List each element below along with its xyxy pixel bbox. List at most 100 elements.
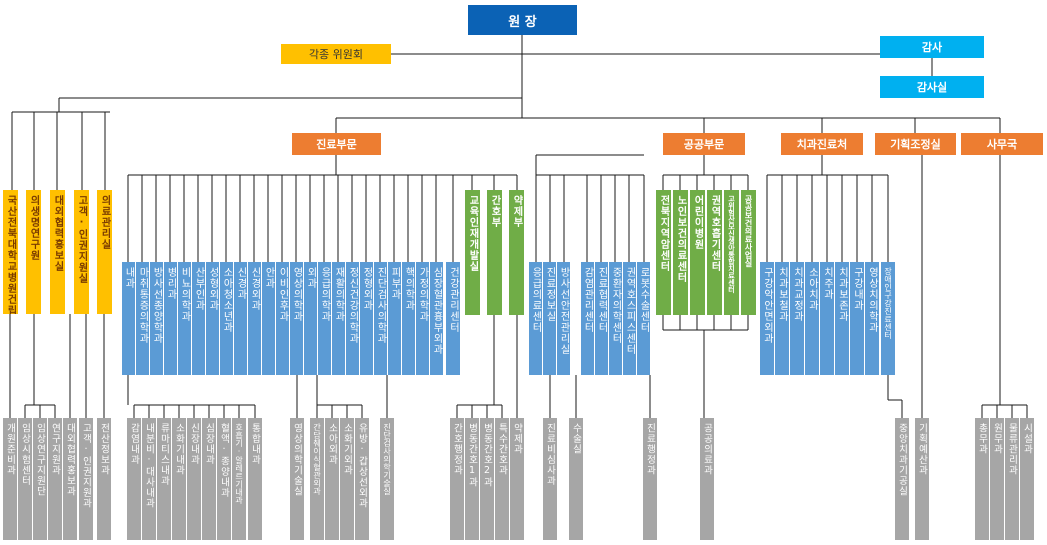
clinical-department: 비뇨의학과 (178, 262, 191, 375)
clinical-department: 정신건강의학과 (346, 262, 359, 375)
dental-department: 영상치의학과 (865, 262, 879, 375)
bottom-unit: 신장내과 (187, 418, 201, 540)
bottom-unit: 중앙치과기공실 (895, 418, 909, 540)
clinical-department: 산부인과 (192, 262, 205, 375)
clinical-department: 진단검사의학과 (374, 262, 387, 375)
bottom-unit: 약제과 (510, 418, 524, 540)
bottom-unit: 총무과 (975, 418, 989, 540)
left-unit: 의생명연구원 (26, 190, 41, 314)
left-unit: 대외협력홍보실 (50, 190, 65, 314)
public-center: 전북지역암센터 (656, 190, 671, 315)
bottom-unit: 임상연구지원단 (33, 418, 47, 540)
public-center: 공공보건의료사업실 (741, 190, 756, 315)
clinical-department: 가정의학과 (416, 262, 429, 375)
left-unit: 의료관리실 (97, 190, 112, 314)
division-planning: 기획조정실 (875, 133, 956, 155)
center-unit: 중환자의학센터 (609, 262, 622, 375)
division-general-affairs: 사무국 (961, 133, 1043, 155)
bottom-unit: 개원준비과 (3, 418, 17, 540)
bottom-unit: 간호행정과 (450, 418, 464, 540)
bottom-unit: 간담췌이식혈관외과 (310, 418, 324, 540)
dental-department: 치과보존과 (835, 262, 849, 375)
dental-department: 치과교정과 (790, 262, 804, 375)
bottom-unit: 류마티스내과 (157, 418, 171, 540)
bottom-unit: 전산정보과 (97, 418, 111, 540)
center-unit: 진료정보실 (543, 262, 556, 375)
clinical-department: 소아청소년과 (220, 262, 233, 375)
bottom-unit: 소아외과 (325, 418, 339, 540)
bottom-unit: 유방·갑상선외과 (355, 418, 369, 540)
center-unit: 응급의료센터 (529, 262, 542, 375)
clinical-department: 외과 (304, 262, 317, 375)
bottom-unit: 호흡기·알레르기내과 (232, 418, 246, 540)
bottom-unit: 진료비심사과 (543, 418, 557, 540)
bottom-unit: 통합내과 (248, 418, 262, 540)
bottom-unit: 임상시험센터 (18, 418, 32, 540)
dental-department: 구강내과 (850, 262, 864, 375)
bottom-unit: 감염내과 (127, 418, 141, 540)
clinical-department: 신경과 (234, 262, 247, 375)
bottom-unit: 고객·인권지원과 (79, 418, 93, 540)
bottom-unit: 물류관리과 (1005, 418, 1019, 540)
public-center: 고위험산모신생아통합치료센터 (724, 190, 739, 315)
clinical-department: 이비인후과 (276, 262, 289, 375)
clinical-department: 내과 (122, 262, 135, 375)
bottom-unit: 소화기외과 (340, 418, 354, 540)
dental-department: 치주과 (820, 262, 834, 375)
bottom-unit: 내분비·대사내과 (142, 418, 156, 540)
dental-department: 구강악안면외과 (760, 262, 774, 375)
bottom-unit: 진단검사의학기술실 (380, 418, 394, 540)
clinical-department: 마취통증의학과 (136, 262, 149, 375)
director-box: 원 장 (468, 5, 577, 35)
clinical-department: 영상의학과 (290, 262, 303, 375)
division-clinical: 진료부문 (292, 133, 381, 155)
clinical-department: 심장혈관흉부외과 (430, 262, 443, 375)
left-unit: 국산전북대학교병원건립단 (3, 190, 18, 314)
clinical-department: 핵의학과 (402, 262, 415, 375)
clinical-department: 정형외과 (360, 262, 373, 375)
bottom-unit: 병동간호2과 (480, 418, 494, 540)
bottom-unit: 시설과 (1020, 418, 1034, 540)
dental-department: 치과보철과 (775, 262, 789, 375)
committee-box: 각종 위원회 (281, 44, 391, 64)
clinical-department: 응급의학과 (318, 262, 331, 375)
bottom-unit: 공공의료과 (700, 418, 714, 540)
bottom-unit: 원무과 (990, 418, 1004, 540)
center-unit: 감염관리센터 (581, 262, 594, 375)
auditor-box: 감사 (880, 36, 984, 58)
bottom-unit: 대외협력홍보과 (63, 418, 77, 540)
bottom-unit: 기획예산과 (915, 418, 929, 540)
left-unit: 고객·인권지원실 (74, 190, 89, 314)
clinical-department: 피부과 (388, 262, 401, 375)
clinical-department: 건강관리센터 (446, 262, 460, 375)
bottom-unit: 연구지원과 (48, 418, 62, 540)
center-unit: 권역호스피스센터 (623, 262, 636, 375)
public-center: 권역호흡기센터 (707, 190, 722, 315)
bottom-unit: 진료행정과 (643, 418, 657, 540)
division-dental: 치과진료처 (781, 133, 863, 155)
clinical-department: 신경외과 (248, 262, 261, 375)
division-public: 공공부문 (663, 133, 745, 155)
clinical-support-unit: 교육인재개발실 (465, 190, 480, 315)
clinical-department: 성형외과 (206, 262, 219, 375)
bottom-unit: 수술실 (569, 418, 583, 540)
public-center: 어린이병원 (690, 190, 705, 315)
clinical-department: 안과 (262, 262, 275, 375)
center-unit: 방사선안전관리실 (557, 262, 570, 375)
clinical-department: 재활의학과 (332, 262, 345, 375)
bottom-unit: 혈액·종양내과 (217, 418, 231, 540)
clinical-department: 방사선종양학과 (150, 262, 163, 375)
dental-department: 장애인구강진료센터 (881, 262, 895, 375)
audit-office-box: 감사실 (880, 76, 984, 98)
bottom-unit: 심장내과 (202, 418, 216, 540)
dental-department: 소아치과 (805, 262, 819, 375)
clinical-department: 병리과 (164, 262, 177, 375)
bottom-unit: 병동간호1과 (465, 418, 479, 540)
public-center: 노인보건의료센터 (673, 190, 688, 315)
clinical-support-unit: 간호부 (487, 190, 502, 315)
clinical-support-unit: 약제부 (509, 190, 524, 315)
center-unit: 로봇수술센터 (637, 262, 650, 375)
bottom-unit: 소화기내과 (172, 418, 186, 540)
center-unit: 진료협력센터 (595, 262, 608, 375)
bottom-unit: 영상의학기술실 (290, 418, 304, 540)
